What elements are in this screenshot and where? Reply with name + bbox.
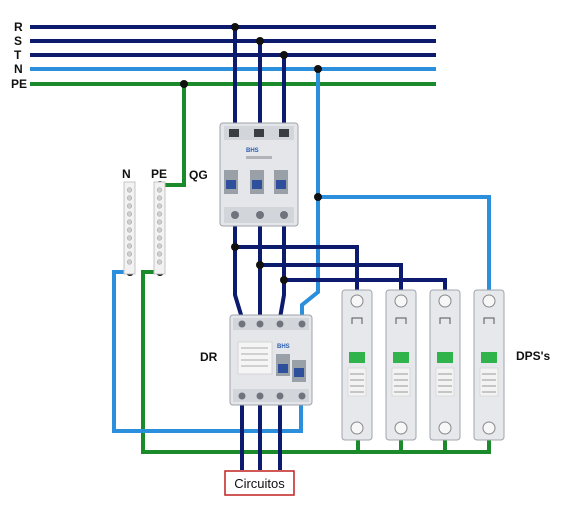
dps-4	[473, 289, 505, 441]
dr-brand: BHS	[277, 344, 290, 350]
breaker-qg: BHS	[219, 122, 299, 227]
terminal-label-n: N	[122, 167, 131, 181]
rcd-dr: BHS	[229, 314, 313, 406]
circuits-label: Circuitos	[234, 476, 285, 491]
terminal-label-pe: PE	[151, 167, 167, 181]
phase-wires	[233, 27, 447, 470]
terminal-bar-pe	[153, 181, 166, 275]
circuits-box: Circuitos	[224, 470, 295, 496]
bus-label-s: S	[14, 34, 22, 48]
dr-label: DR	[200, 350, 218, 364]
qg-brand: BHS	[246, 148, 259, 154]
dps-1	[341, 289, 373, 441]
dps-3	[429, 289, 461, 441]
dps-2	[385, 289, 417, 441]
bus-label-t: T	[14, 48, 22, 62]
neutral-wires	[112, 69, 491, 433]
qg-label: QG	[189, 168, 208, 182]
bus-label-r: R	[14, 20, 23, 34]
terminal-bar-n	[123, 181, 136, 275]
bus-bars: R S T N PE	[11, 20, 436, 91]
bus-label-pe: PE	[11, 77, 27, 91]
dps-label: DPS's	[516, 349, 551, 363]
bus-label-n: N	[14, 62, 23, 76]
